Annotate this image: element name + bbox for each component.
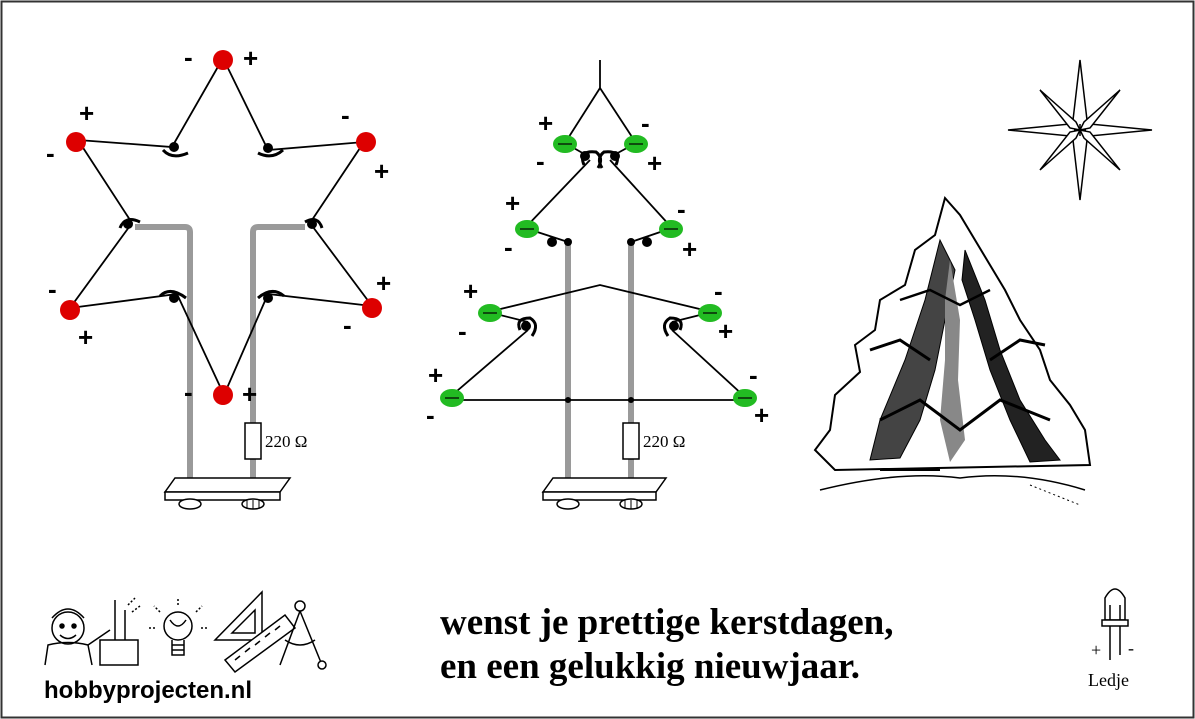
polarity-minus: - bbox=[641, 108, 650, 138]
polarity-minus: - bbox=[677, 194, 686, 224]
star-circuit: 220 Ω - + + - - + - + bbox=[46, 42, 391, 510]
polarity-plus: + bbox=[718, 316, 733, 346]
star-rail-left bbox=[135, 224, 193, 478]
greeting-line-2: en een gelukkig nieuwjaar. bbox=[440, 646, 860, 687]
polarity-minus: - bbox=[426, 400, 435, 430]
led-red-upper-right bbox=[356, 132, 376, 152]
lightbulb-icon bbox=[148, 598, 208, 656]
compass-icon bbox=[279, 600, 327, 670]
polarity-minus: - bbox=[458, 316, 467, 346]
sparkle-star-icon bbox=[1007, 59, 1153, 201]
tree-resistor bbox=[622, 422, 640, 460]
polarity-plus: + bbox=[428, 360, 443, 390]
led-caption: Ledje bbox=[1088, 670, 1129, 690]
star-leds bbox=[60, 50, 382, 405]
polarity-minus: - bbox=[48, 274, 57, 304]
polarity-minus: - bbox=[343, 310, 352, 340]
brand-logo-text: hobbyprojecten.nl bbox=[44, 677, 252, 704]
led-red-lower-left bbox=[60, 300, 80, 320]
polarity-plus: + bbox=[376, 268, 391, 298]
polarity-minus: - bbox=[184, 377, 193, 407]
snowy-tree-icon bbox=[813, 195, 1092, 506]
polarity-minus: - bbox=[536, 146, 545, 176]
polarity-plus: + bbox=[505, 188, 520, 218]
led-minus: - bbox=[1128, 638, 1134, 658]
led-red-top bbox=[213, 50, 233, 70]
polarity-plus: + bbox=[463, 276, 478, 306]
star-base bbox=[163, 477, 292, 510]
polarity-plus: + bbox=[374, 156, 389, 186]
greeting-line-1: wenst je prettige kerstdagen, bbox=[440, 602, 894, 643]
polarity-minus: - bbox=[184, 42, 193, 72]
polarity-minus: - bbox=[46, 138, 55, 168]
led-plus: + bbox=[1091, 640, 1101, 660]
ruler-icon bbox=[213, 590, 297, 674]
star-resistor bbox=[244, 422, 262, 460]
led-icon bbox=[1101, 588, 1129, 660]
tree-resistor-label: 220 Ω bbox=[643, 432, 685, 451]
led-red-upper-left bbox=[66, 132, 86, 152]
polarity-minus: - bbox=[504, 232, 513, 262]
polarity-plus: + bbox=[538, 108, 553, 138]
polarity-minus: - bbox=[749, 360, 758, 390]
polarity-plus: + bbox=[647, 148, 662, 178]
led-red-lower-right bbox=[362, 298, 382, 318]
polarity-plus: + bbox=[78, 322, 93, 352]
tree-circuit: 220 Ω bbox=[426, 60, 769, 510]
star-rail-right bbox=[250, 224, 305, 478]
polarity-minus: - bbox=[714, 276, 723, 306]
tree-base bbox=[541, 477, 668, 510]
polarity-plus: + bbox=[243, 43, 258, 73]
child-icon bbox=[44, 597, 141, 666]
polarity-plus: + bbox=[79, 98, 94, 128]
polarity-plus: + bbox=[242, 379, 257, 409]
polarity-plus: + bbox=[682, 234, 697, 264]
polarity-minus: - bbox=[341, 100, 350, 130]
star-resistor-label: 220 Ω bbox=[265, 432, 307, 451]
logo-illustrations bbox=[44, 590, 327, 674]
led-red-bottom bbox=[213, 385, 233, 405]
polarity-plus: + bbox=[754, 400, 769, 430]
